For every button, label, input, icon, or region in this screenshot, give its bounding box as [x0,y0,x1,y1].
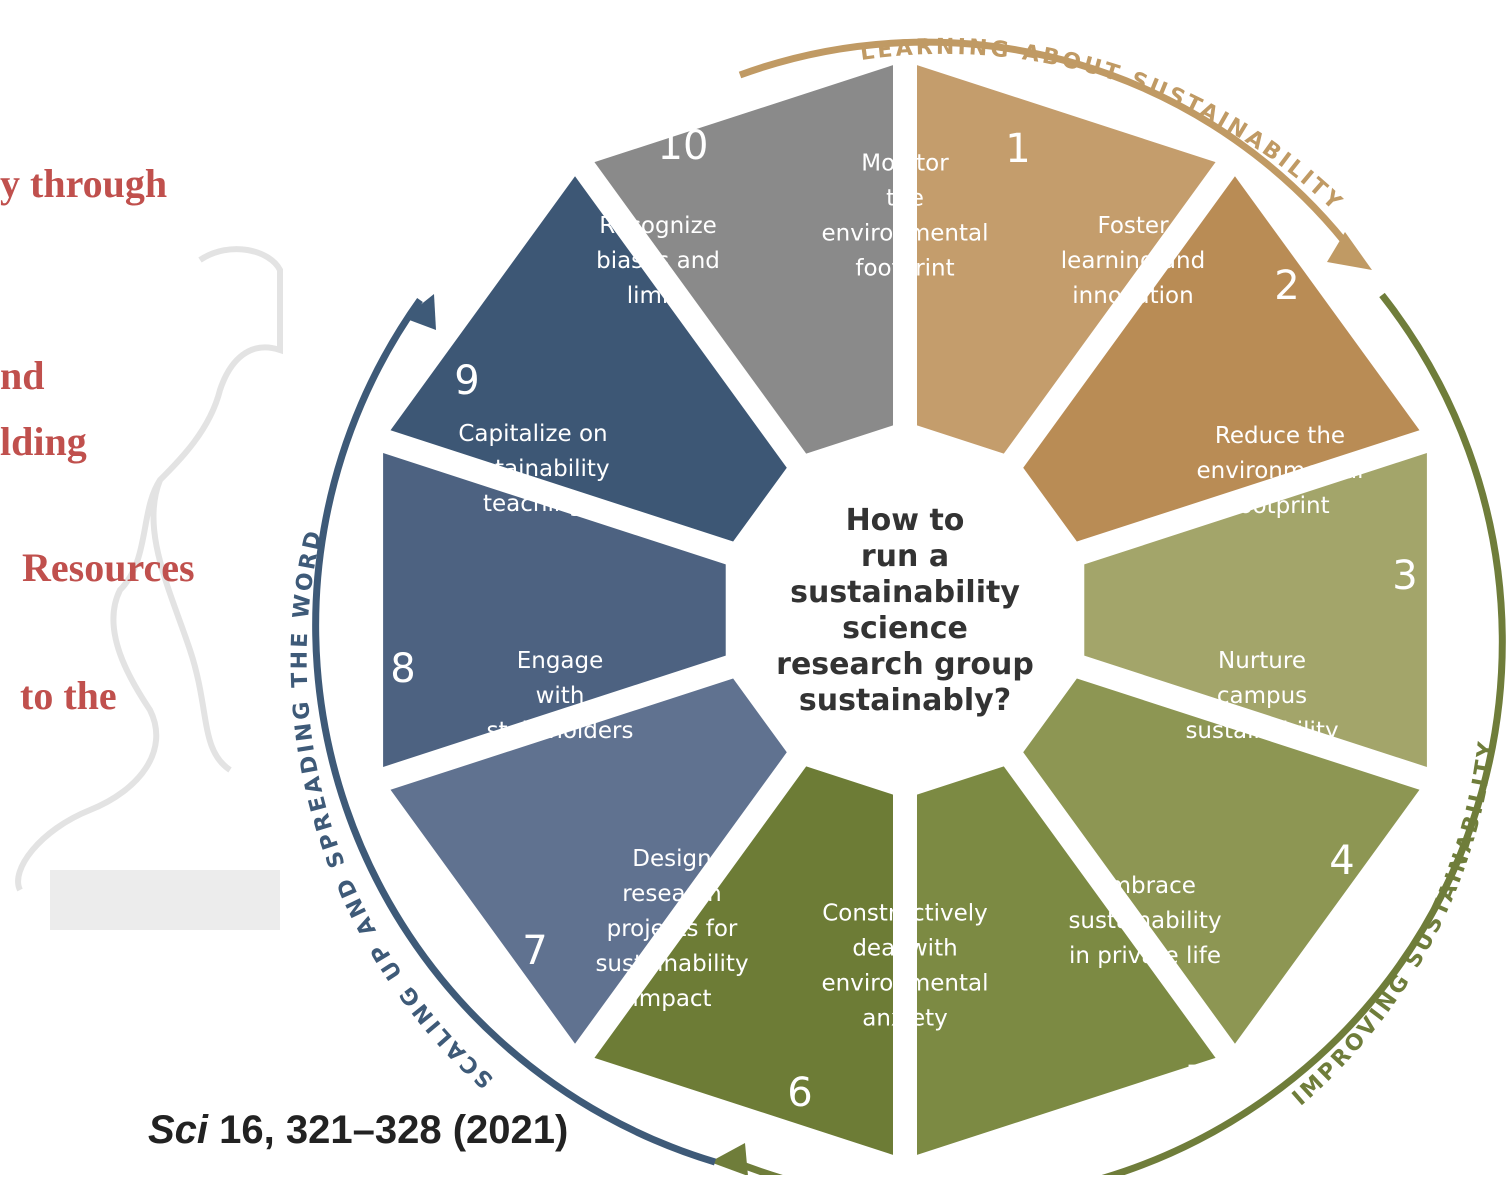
segment-8-label: Engage with stakeholders [487,648,634,744]
segment-4-label-line: Nurture [1218,648,1306,674]
segment-4 [1023,678,1420,1044]
segment-6-label-line: environmental [822,971,989,997]
segment-4-label-line: sustainability [1185,718,1338,744]
segment-3-label-line: footprint [1230,493,1329,519]
segment-5-label-line: sustainability [1068,908,1221,934]
center-question-line: sustainably? [799,683,1011,718]
segment-6-label-line: deal with [852,936,957,962]
learning-arc-arrow [738,38,1358,258]
segment-7-label-line: impact [632,986,711,1012]
slide-text-line-5: to the [20,673,117,718]
segment-7-label: Design research projects for sustainability… [595,846,748,1012]
segments-layer [383,65,1427,1155]
segment-6 [594,766,894,1155]
segment-10-number: 10 [658,123,709,169]
segment-5-number: 5 [1184,1058,1209,1104]
segment-3 [1084,453,1427,767]
segment-10-label-line: Recognize [599,213,717,239]
segment-1-label-line: footprint [855,256,954,282]
segment-9-label-line: sustainability [456,456,609,482]
learning-arrowhead-icon [1327,232,1372,270]
segment-9-label-line: Capitalize on [458,421,607,447]
segment-8-label-line: with [536,683,585,709]
segment-7-label-line: projects for [607,916,738,942]
segment-2-label-line: learning and [1061,248,1205,274]
improving-arc-arrow [728,292,1506,1175]
segment-2 [1023,176,1420,542]
center-question-line: run a [861,539,949,574]
segment-1-label-line: Monitor [861,151,949,177]
segment-3-label: Reduce the environmental footprint [1197,423,1364,519]
segment-7-number: 7 [522,928,547,974]
center-circle [727,432,1083,788]
segment-5 [916,766,1216,1155]
slide-text-line-4: Resources [22,545,195,590]
segment-7 [390,678,787,1044]
segment-2-number: 2 [1274,263,1299,309]
segment-3-label-line: environmental [1197,458,1364,484]
segment-9-label-line: teaching [483,491,583,517]
background-statue-image [15,246,283,930]
segment-1-label-line: the [886,186,924,212]
segment-2-label-line: Foster [1097,213,1169,239]
slide-text-line-3: lding [0,419,87,464]
segment-1-label: Monitor the environmental footprint [822,151,989,282]
segment-6-label: Constructively deal with environmental anxi… [822,901,989,1032]
center-question-line: How to [846,503,965,538]
improving-arrowhead-icon [710,1143,748,1175]
segment-4-label: Nurture campus sustainability [1185,648,1338,744]
segment-10 [594,65,894,454]
segment-6-number: 6 [787,1070,812,1116]
segment-9-label: Capitalize on sustainability teaching [456,421,609,517]
segment-3-number: 3 [1392,553,1417,599]
segment-8-label-line: Engage [517,648,604,674]
segment-2-label: Foster learning and innovation [1061,213,1205,309]
slide-text-line-1: y through [0,161,168,206]
scaling-arrowhead-icon [404,294,436,330]
segment-7-label-line: sustainability [595,951,748,977]
segment-7-label-line: Design [632,846,711,872]
segment-3-label-line: Reduce the [1215,423,1345,449]
segment-2-label-line: innovation [1072,283,1193,309]
center-question-line: science [842,611,968,646]
segment-1-number: 1 [1005,126,1030,172]
segment-1-label-line: environmental [822,221,989,247]
citation: Sci 16, 321–328 (2021) [148,1108,568,1153]
center-question-line: research group [776,647,1034,682]
center-question-line: sustainability [790,575,1020,610]
segment-5-label: Embrace sustainability in private life [1068,873,1221,969]
segment-10-label-line: biases and [596,248,720,274]
segment-8-number: 8 [390,646,415,692]
segment-5-label-line: Embrace [1094,873,1196,899]
segment-4-label-line: campus [1217,683,1307,709]
slide-text-line-2: nd [0,353,45,398]
citation-details: 16, 321–328 (2021) [208,1108,569,1152]
segment-5-label-line: in private life [1069,943,1221,969]
segment-7-label-line: research [622,881,722,907]
segment-10-label-line: limits [627,283,690,309]
citation-journal: Sci [148,1108,209,1152]
segment-1 [916,65,1216,454]
segment-4-number: 4 [1329,838,1354,884]
segment-6-label-line: anxiety [862,1006,947,1032]
segment-6-label-line: Constructively [822,901,988,927]
segment-10-label: Recognize biases and limits [596,213,720,309]
segment-8-label-line: stakeholders [487,718,634,744]
segment-8 [383,453,726,767]
segment-9 [390,176,787,542]
scaling-arc-arrow [312,297,717,1166]
segment-9-number: 9 [454,358,479,404]
